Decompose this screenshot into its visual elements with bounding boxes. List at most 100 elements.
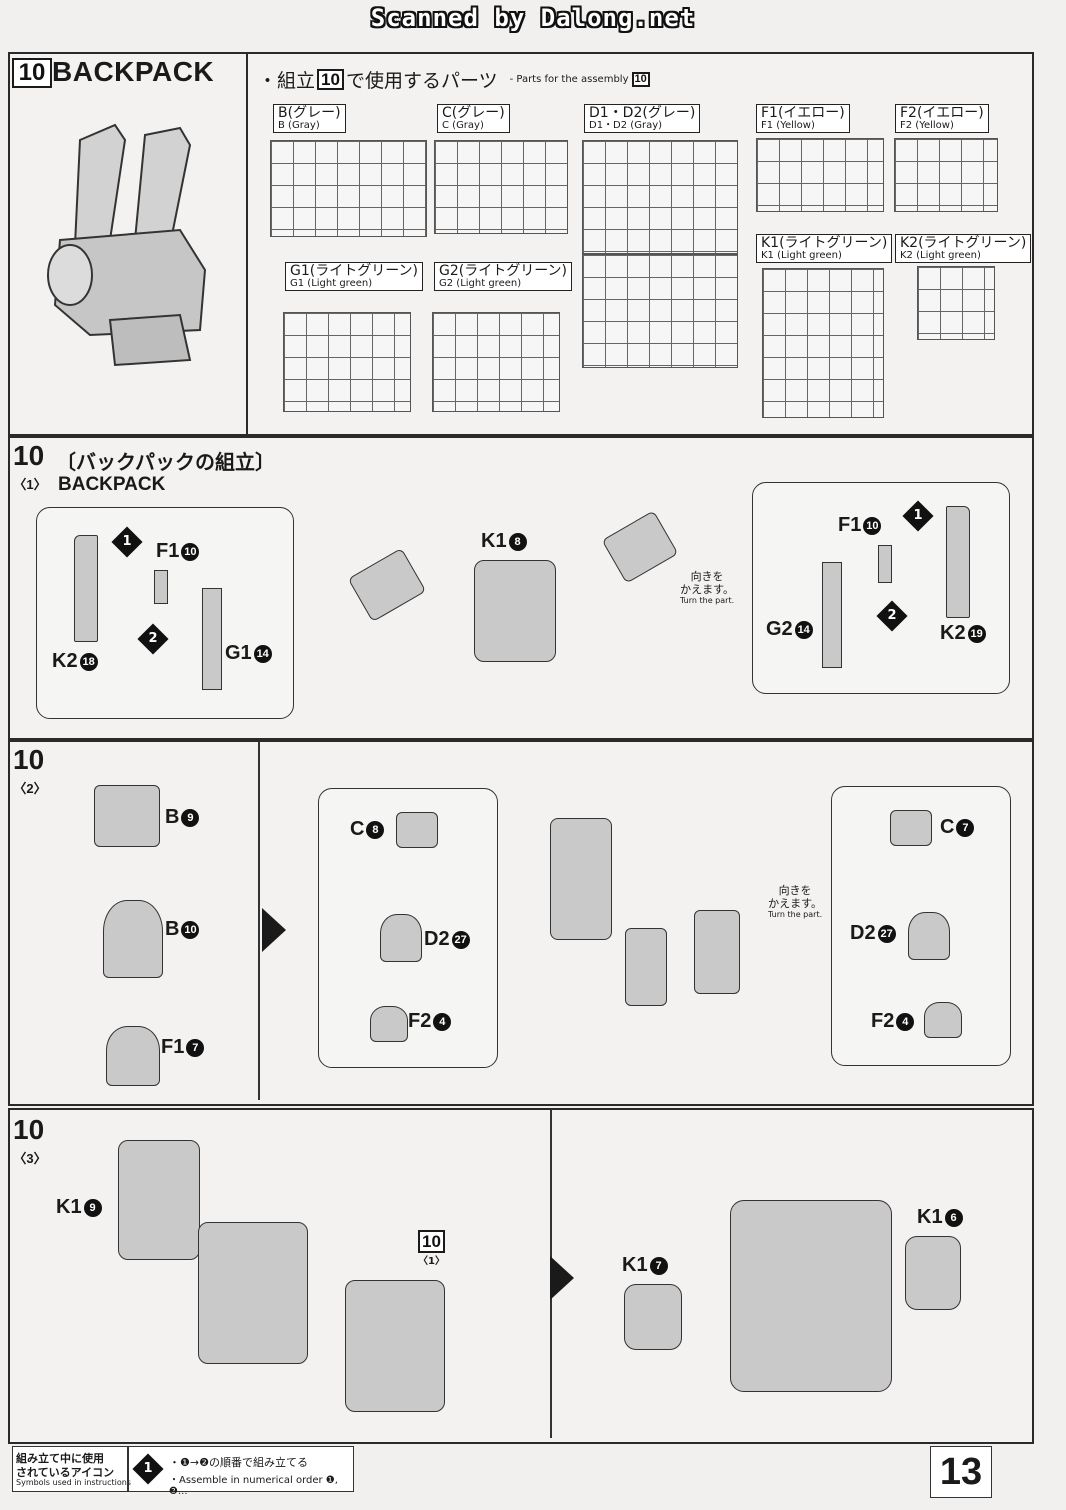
part-f2-4-right xyxy=(924,1002,962,1038)
step-2-divider xyxy=(258,742,260,1100)
sprue-k2-drawing xyxy=(917,266,995,340)
order-mark-1-right: 1 xyxy=(902,500,934,532)
parts-header-bullet: ・ xyxy=(258,70,278,92)
order-mark-2-right: 2 xyxy=(876,600,908,632)
icon-legend: 組み立て中に使用 されているアイコン Symbols used in instr… xyxy=(12,1446,354,1497)
step-2-thruster-left xyxy=(625,928,667,1006)
legend-title-jp-2: されているアイコン xyxy=(16,1466,115,1479)
part-f2-4-left xyxy=(370,1006,408,1042)
section-title: BACKPACK xyxy=(52,56,215,87)
sprue-label-k2: K2(ライトグリーン)K2 (Light green) xyxy=(895,234,1032,264)
legend-title-en: Symbols used in instructions xyxy=(16,1478,131,1487)
turn-note-step-2: 向きを かえます。 Turn the part. xyxy=(768,884,823,920)
legend-desc-en: ・Assemble in numerical order ❶, ❷... xyxy=(169,1475,338,1497)
parts-section-divider xyxy=(246,54,248,434)
next-step-arrow-3 xyxy=(550,1256,574,1300)
parts-header-jp-prefix: 組立 xyxy=(277,70,316,92)
part-f1-10-right xyxy=(878,545,892,583)
sprue-f1-drawing xyxy=(756,138,884,212)
part-f1-10-left xyxy=(154,570,168,604)
part-b10 xyxy=(103,900,163,978)
sprue-k1-drawing xyxy=(762,268,884,418)
parts-header: ・ 組立 10 で使用するパーツ - Parts for the assembl… xyxy=(258,66,650,93)
part-g2-14 xyxy=(822,562,842,668)
order-mark-1-left: 1 xyxy=(111,526,143,558)
sprue-label-g1: G1(ライトグリーン)G1 (Light green) xyxy=(285,262,423,292)
turn-note-step-1: 向きを かえます。 Turn the part. xyxy=(680,570,735,606)
part-k2-18 xyxy=(74,535,98,642)
ref-step-badge: 10 xyxy=(418,1230,445,1253)
part-k1-6 xyxy=(905,1236,961,1310)
step-3-sub: 〈3〉 xyxy=(13,1151,47,1166)
parts-header-jp-suffix: で使用するパーツ xyxy=(345,70,498,92)
parts-header-badge: 10 xyxy=(317,69,344,90)
sprue-label-c: C(グレー)C (Gray) xyxy=(437,104,510,134)
part-c8 xyxy=(396,812,438,848)
part-k1-9 xyxy=(118,1140,200,1260)
sprue-label-b: B(グレー)B (Gray) xyxy=(273,104,346,134)
step-2-thruster-right xyxy=(694,910,740,994)
step-3-backpack-upper xyxy=(345,1280,445,1412)
sprue-g1-drawing xyxy=(283,312,411,412)
part-k1-7 xyxy=(624,1284,682,1350)
part-k1-8-body xyxy=(474,560,556,662)
backpack-overview-illustration xyxy=(47,123,207,367)
parts-header-en-prefix: - Parts for the assembly xyxy=(509,74,629,85)
legend-desc-jp: ・❶→❷の順番で組み立てる xyxy=(169,1456,308,1469)
sprue-label-k1: K1(ライトグリーン)K1 (Light green) xyxy=(756,234,893,264)
step-2-assembly-body xyxy=(550,818,612,940)
step-3-final-assembly xyxy=(730,1200,892,1392)
sprue-label-d: D1・D2(グレー)D1・D2 (Gray) xyxy=(584,104,701,134)
page-number: 13 xyxy=(930,1446,992,1498)
step-1-number: 10 xyxy=(13,440,45,471)
step-badge: 10 xyxy=(12,58,52,88)
next-step-arrow-2 xyxy=(262,908,286,952)
sprue-f2-drawing xyxy=(894,138,998,212)
legend-title-jp-1: 組み立て中に使用 xyxy=(16,1452,104,1465)
sprue-d2-drawing xyxy=(582,254,738,368)
sprue-c-drawing xyxy=(434,140,568,234)
sprue-label-g2: G2(ライトグリーン)G2 (Light green) xyxy=(434,262,572,292)
legend-order-icon: 1 xyxy=(132,1453,164,1485)
legend-divider xyxy=(127,1447,129,1491)
part-f1-7 xyxy=(106,1026,160,1086)
parts-header-en-badge: 10 xyxy=(631,72,650,87)
part-g1-14 xyxy=(202,588,222,690)
step-1-sub: 〈1〉 xyxy=(13,477,47,492)
step-2-number: 10 xyxy=(13,744,45,775)
step-1-jp-title: 〔バックパックの組立〕 xyxy=(56,450,275,474)
sprue-label-f2: F2(イエロー)F2 (Yellow) xyxy=(895,104,989,134)
part-k2-19 xyxy=(946,506,970,618)
part-c7 xyxy=(890,810,932,846)
sprue-label-f1: F1(イエロー)F1 (Yellow) xyxy=(756,104,850,134)
part-d2-27-left xyxy=(380,914,422,962)
step-2-sub: 〈2〉 xyxy=(13,781,47,796)
sprue-b-drawing xyxy=(270,140,427,237)
part-d2-27-right xyxy=(908,912,950,960)
step-3-core-assembly xyxy=(198,1222,308,1364)
sprue-d1-drawing xyxy=(582,140,738,254)
ref-step-sub: 〈1〉 xyxy=(418,1256,445,1267)
scan-watermark-header: Scanned by Dalong.net xyxy=(370,4,696,32)
order-mark-2-left: 2 xyxy=(137,623,169,655)
part-b9 xyxy=(94,785,160,847)
